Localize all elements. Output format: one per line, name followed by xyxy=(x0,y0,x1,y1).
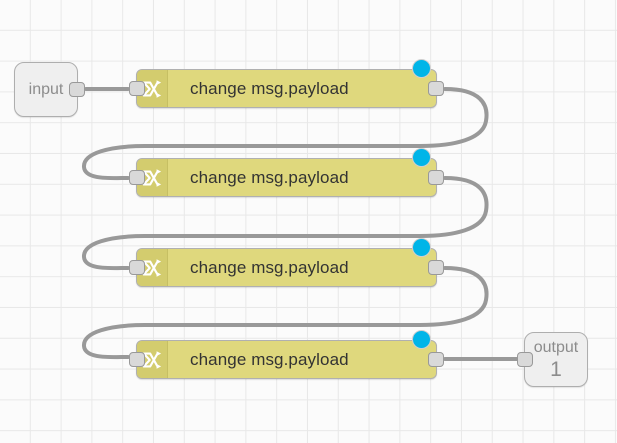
input-node-label: input xyxy=(28,80,64,98)
change-node-4-label: change msg.payload xyxy=(190,349,349,369)
output-node-index: 1 xyxy=(550,357,562,381)
change-node-1[interactable]: change msg.payload xyxy=(129,59,444,108)
input-node[interactable]: input xyxy=(14,62,85,117)
change-node-4-input-port[interactable] xyxy=(129,352,145,367)
change-node-3[interactable]: change msg.payload xyxy=(129,238,444,287)
change-node-3-status-dot xyxy=(412,238,431,257)
input-node-output-port[interactable] xyxy=(69,82,85,97)
change-node-1-input-port[interactable] xyxy=(129,81,145,96)
change-node-4-output-port[interactable] xyxy=(428,352,444,367)
change-node-2-input-port[interactable] xyxy=(129,170,145,185)
output-node-label: output xyxy=(533,338,579,356)
change-node-4-status-dot xyxy=(412,330,431,349)
output-node[interactable]: output 1 xyxy=(517,332,588,387)
change-node-1-output-port[interactable] xyxy=(428,81,444,96)
change-node-4[interactable]: change msg.payload xyxy=(129,330,444,379)
change-node-2[interactable]: change msg.payload xyxy=(129,148,444,197)
change-node-1-label: change msg.payload xyxy=(190,78,349,98)
change-node-2-status-dot xyxy=(412,148,431,167)
change-node-1-status-dot xyxy=(412,59,431,78)
change-node-2-output-port[interactable] xyxy=(428,170,444,185)
output-node-input-port[interactable] xyxy=(517,352,533,367)
change-node-3-input-port[interactable] xyxy=(129,260,145,275)
change-node-3-output-port[interactable] xyxy=(428,260,444,275)
change-node-2-label: change msg.payload xyxy=(190,167,349,187)
shuffle-swap-icon xyxy=(137,249,168,286)
change-node-3-label: change msg.payload xyxy=(190,257,349,277)
